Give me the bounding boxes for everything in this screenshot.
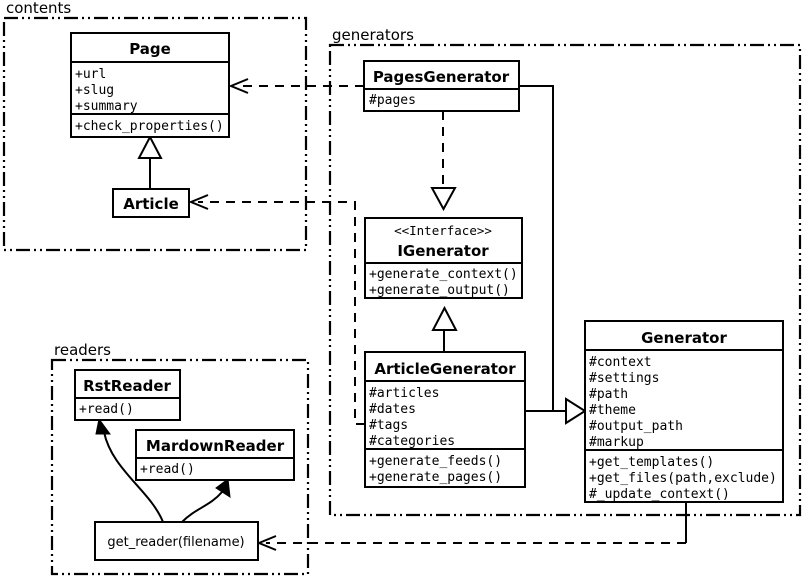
function-name-get-reader: get_reader(filename) bbox=[107, 535, 244, 550]
class-attribute: +summary bbox=[75, 99, 138, 114]
class-operation: +get_files(path,exclude) bbox=[589, 471, 777, 486]
package-contents: contents bbox=[2, 0, 308, 252]
edge-articlegenerator-extends-igenerator bbox=[431, 305, 458, 352]
class-box-pagesgenerator[interactable]: PagesGenerator #pages bbox=[363, 60, 520, 112]
package-generators: generators bbox=[328, 26, 802, 517]
class-operation: +read() bbox=[140, 462, 195, 477]
class-box-generator[interactable]: Generator #context #settings #path #them… bbox=[584, 320, 784, 503]
edge-pagesgenerator-realizes-igenerator bbox=[430, 111, 457, 212]
package-label-contents: contents bbox=[6, 0, 71, 17]
edge-articlegenerator-extends-generator bbox=[525, 397, 587, 425]
class-operation: #_update_context() bbox=[589, 487, 730, 502]
class-name-igenerator: IGenerator bbox=[397, 242, 489, 260]
class-attribute: #output_path bbox=[589, 419, 683, 434]
class-attribute: #pages bbox=[369, 93, 416, 108]
class-operation: +generate_pages() bbox=[369, 470, 502, 485]
class-attribute: #path bbox=[589, 387, 628, 402]
function-box-get-reader[interactable]: get_reader(filename) bbox=[94, 521, 259, 561]
class-stereotype-interface: <<Interface>> bbox=[394, 223, 492, 238]
class-box-igenerator[interactable]: <<Interface>> IGenerator +generate_conte… bbox=[364, 217, 523, 299]
class-attribute: +slug bbox=[75, 83, 114, 98]
class-attribute: #categories bbox=[369, 434, 455, 449]
class-name-page: Page bbox=[129, 40, 171, 58]
class-name-article: Article bbox=[123, 195, 179, 213]
class-box-article[interactable]: Article bbox=[112, 188, 190, 218]
class-box-rstreader[interactable]: RstReader +read() bbox=[74, 369, 181, 421]
edge-get-reader-creates-mdreader bbox=[181, 478, 231, 523]
class-operation: +generate_context() bbox=[369, 267, 518, 282]
class-attribute: #tags bbox=[369, 418, 408, 433]
class-operation: +generate_feeds() bbox=[369, 454, 502, 469]
class-operation: +check_properties() bbox=[75, 119, 224, 134]
class-attribute: #theme bbox=[589, 403, 636, 418]
class-attribute: +url bbox=[75, 67, 106, 82]
edge-pagesgenerator-depends-page bbox=[228, 78, 364, 94]
class-box-mardownreader[interactable]: MardownReader +read() bbox=[135, 429, 295, 481]
edge-pagesgenerator-extends-generator bbox=[519, 85, 566, 412]
class-name-pagesgenerator: PagesGenerator bbox=[373, 68, 510, 86]
class-box-articlegenerator[interactable]: ArticleGenerator #articles #dates #tags … bbox=[364, 351, 526, 488]
package-readers: readers bbox=[50, 341, 310, 576]
class-name-generator: Generator bbox=[641, 329, 727, 347]
class-operation: +generate_output() bbox=[369, 283, 510, 298]
class-attribute: #dates bbox=[369, 402, 416, 417]
class-attribute: #articles bbox=[369, 386, 439, 401]
class-attribute: #context bbox=[589, 355, 652, 370]
class-box-page[interactable]: Page +url +slug +summary +check_properti… bbox=[70, 32, 230, 138]
edge-articlegenerator-depends-article bbox=[188, 194, 365, 425]
class-name-articlegenerator: ArticleGenerator bbox=[374, 360, 516, 378]
class-operation: +get_templates() bbox=[589, 455, 714, 470]
edge-article-extends-page bbox=[137, 134, 163, 189]
package-label-generators: generators bbox=[332, 26, 414, 44]
class-name-mardownreader: MardownReader bbox=[146, 437, 285, 455]
edge-get-reader-creates-rstreader bbox=[95, 417, 164, 523]
class-name-rstreader: RstReader bbox=[83, 377, 171, 395]
edge-generator-depends-get-reader bbox=[256, 502, 687, 551]
class-operation: +read() bbox=[79, 402, 134, 417]
package-label-readers: readers bbox=[54, 341, 111, 359]
class-attribute: #settings bbox=[589, 371, 659, 386]
class-attribute: #markup bbox=[589, 435, 644, 450]
